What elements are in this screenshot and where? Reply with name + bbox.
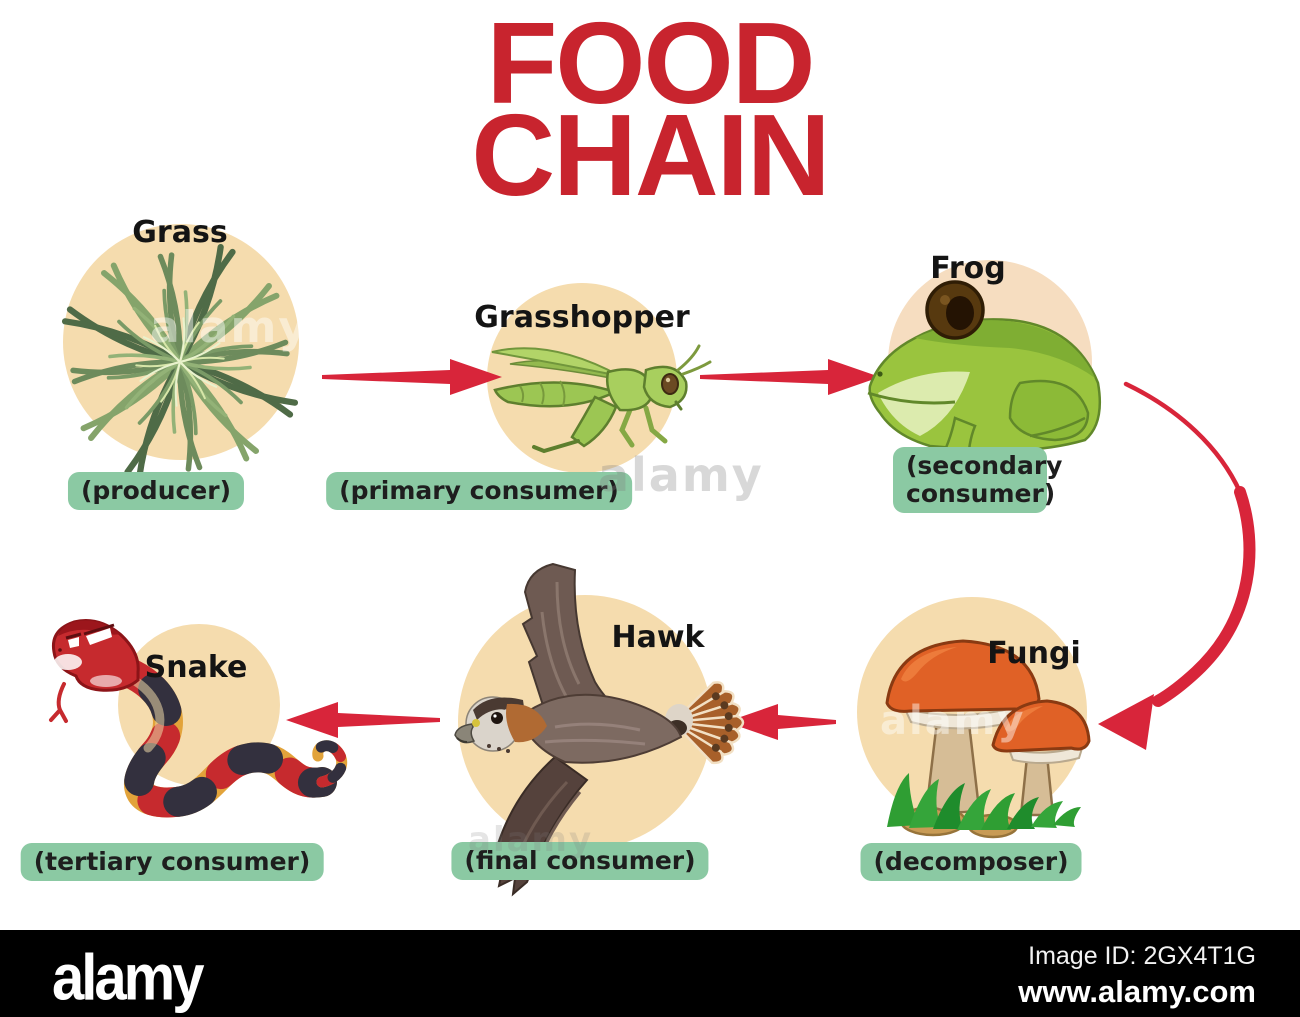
title-line-2: CHAIN xyxy=(471,89,830,220)
snake-label: Snake xyxy=(144,650,248,685)
snake-illustration xyxy=(49,619,348,818)
alamy-logo: alamy xyxy=(52,941,204,1014)
fungi-label: Fungi xyxy=(987,636,1081,671)
title-line-1: FOOD xyxy=(486,0,815,128)
hawk-role-badge: (final consumer) xyxy=(451,842,709,880)
page-title: FOOD CHAIN xyxy=(0,0,1300,220)
grass-label: Grass xyxy=(132,215,228,250)
fungi-illustration xyxy=(885,639,1091,839)
alamy-footer-bar: alamy Image ID: 2GX4T1G www.alamy.com xyxy=(0,930,1300,1017)
frog-illustration xyxy=(867,280,1102,478)
snake-role-badge: (tertiary consumer) xyxy=(20,843,324,881)
arrow-grass-to-grasshopper xyxy=(322,359,502,395)
grass-illustration xyxy=(50,212,310,472)
grasshopper-label: Grasshopper xyxy=(474,300,690,335)
frog-role-badge: (secondary consumer) xyxy=(893,447,1062,513)
hawk-label: Hawk xyxy=(611,620,705,655)
frog-label: Frog xyxy=(930,251,1006,286)
grass-role-badge: (producer) xyxy=(67,472,245,510)
grasshopper-role-badge: (primary consumer) xyxy=(326,472,632,510)
grasshopper-illustration xyxy=(491,344,712,454)
image-id-text: Image ID: 2GX4T1G xyxy=(1028,942,1256,970)
arrow-frog-to-fungi xyxy=(1098,381,1256,750)
arrow-grasshopper-to-frog xyxy=(700,359,880,395)
fungi-role-badge: (decomposer) xyxy=(860,843,1082,881)
alamy-url: www.alamy.com xyxy=(1018,974,1256,1009)
